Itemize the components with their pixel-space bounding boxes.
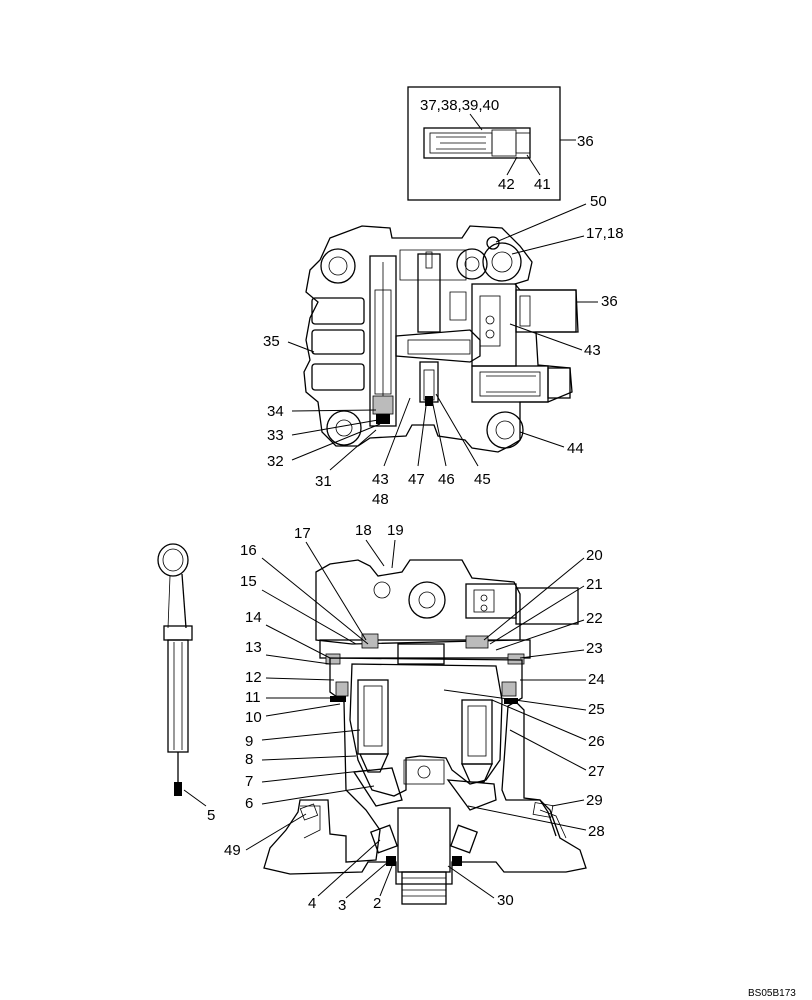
inset-valve-detail: 37,38,39,40 36 42 41 [407, 86, 594, 201]
callout-11: 11 [245, 689, 261, 706]
callout-46: 46 [438, 471, 455, 488]
callout-22: 22 [586, 610, 603, 627]
callout-2: 2 [373, 895, 381, 912]
callout-49: 49 [224, 842, 241, 859]
callout-9: 9 [245, 733, 253, 750]
callout-18: 18 [355, 522, 372, 539]
callout-41: 41 [534, 176, 551, 193]
callout-43-right: 43 [584, 342, 601, 359]
inset-frame [407, 86, 561, 201]
callout-36: 36 [601, 293, 618, 310]
callout-31: 31 [315, 473, 332, 490]
callout-10: 10 [245, 709, 262, 726]
callout-3: 3 [338, 897, 346, 914]
callout-43-bottom: 43 [372, 471, 389, 488]
callout-47: 47 [408, 471, 425, 488]
callout-23: 23 [586, 640, 603, 657]
callout-17: 17 [294, 525, 311, 542]
dipstick-part-5: 5 [157, 543, 215, 824]
callout-34: 34 [267, 403, 284, 420]
inset-valve-cartridge [423, 127, 531, 159]
callout-27: 27 [588, 763, 605, 780]
callout-4: 4 [308, 895, 316, 912]
callout-12: 12 [245, 669, 262, 686]
callout-25: 25 [588, 701, 605, 718]
callout-8: 8 [245, 751, 253, 768]
valve-block-top-view [303, 225, 579, 453]
callout-21: 21 [586, 576, 603, 593]
callout-5: 5 [207, 807, 215, 824]
callout-36-inset: 36 [577, 133, 594, 150]
callout-14: 14 [245, 609, 262, 626]
callout-7: 7 [245, 773, 253, 790]
callout-48: 48 [372, 491, 389, 508]
callout-13: 13 [245, 639, 262, 656]
callout-30: 30 [497, 892, 514, 909]
callout-50: 50 [590, 193, 607, 210]
callout-19: 19 [387, 522, 404, 539]
callout-20: 20 [586, 547, 603, 564]
callout-42: 42 [498, 176, 515, 193]
swing-motor-section-view [263, 559, 587, 905]
callout-16: 16 [240, 542, 257, 559]
callout-15: 15 [240, 573, 257, 590]
section-view-callouts: 17 18 19 16 20 15 21 14 22 13 23 12 24 1… [224, 522, 605, 914]
callout-26: 26 [588, 733, 605, 750]
callout-17-18: 17,18 [586, 225, 624, 242]
callout-32: 32 [267, 453, 284, 470]
callout-6: 6 [245, 795, 253, 812]
callout-24: 24 [588, 671, 605, 688]
drawing-code: BS05B173 [748, 988, 796, 999]
pistons [357, 679, 494, 783]
callout-35: 35 [263, 333, 280, 350]
callout-28: 28 [588, 823, 605, 840]
callout-45: 45 [474, 471, 491, 488]
callout-29: 29 [586, 792, 603, 809]
callout-37-40: 37,38,39,40 [420, 97, 499, 114]
top-view-callouts: 50 17,18 36 35 43 34 33 44 32 31 43 47 4… [263, 193, 624, 508]
callout-33: 33 [267, 427, 284, 444]
callout-44: 44 [567, 440, 584, 457]
